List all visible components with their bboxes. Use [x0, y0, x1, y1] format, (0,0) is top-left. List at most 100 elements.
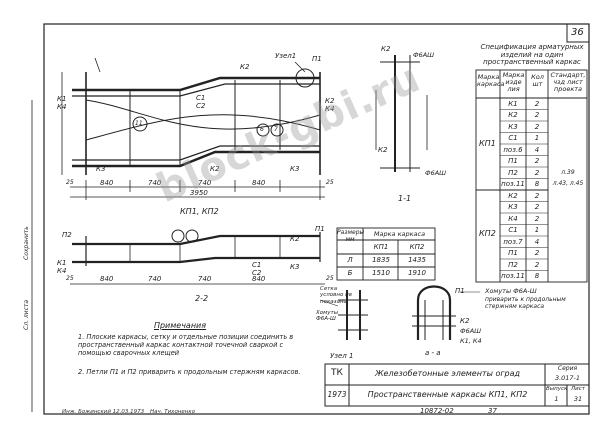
dim-edge-4: 25: [326, 275, 334, 282]
page-number-box: [566, 23, 590, 43]
label-k3-left: К3: [96, 165, 106, 173]
spec-row-item: К3: [508, 122, 518, 131]
sizes-size-header: Размеры мм: [337, 229, 365, 243]
label-k2-right: К2: [325, 97, 335, 105]
page-number: 36: [571, 27, 584, 38]
spec-row-item: С1: [508, 134, 518, 142]
tb-page: 37: [488, 407, 497, 415]
label-k4-right: К4: [325, 105, 335, 113]
node-1-label: Узел1: [275, 52, 297, 60]
label-section-11: 1-1: [398, 194, 412, 203]
tb-series-value: 3.017-1: [554, 374, 581, 382]
dim-bot-1: 840: [100, 275, 114, 283]
label-node-1-bottom: Узел 1: [330, 352, 354, 360]
dim-bot-3: 740: [198, 275, 212, 283]
frame-plan-view: [61, 57, 325, 200]
label-k4: К4: [57, 103, 67, 111]
label-phi6-aa: Ф6АШ: [460, 327, 482, 335]
spec-row-qty: 4: [534, 145, 540, 154]
spec-row-item: поз.11: [501, 180, 525, 188]
tb-series-label: Серия: [557, 365, 578, 372]
spec-row-qty: 2: [534, 249, 540, 257]
sizes-row1-label: Л: [347, 256, 353, 264]
label-p2-s22: П2: [62, 231, 72, 239]
label-hoops-node: Хомуты Ф6А-Ш: [316, 310, 339, 323]
sizes-table-grid: [336, 227, 436, 281]
dim-edge-2: 25: [326, 179, 334, 186]
notes-title: Примечания: [153, 321, 207, 330]
tb-code: ТК: [331, 368, 343, 378]
label-k1-s22: К1: [57, 259, 67, 267]
spec-header-mark: Марка каркаса: [477, 73, 505, 89]
dim-top-1: 840: [100, 179, 114, 187]
spec-title: Спецификация арматурных изделий на один …: [480, 43, 584, 67]
dim-bot-4: 840: [252, 275, 266, 283]
spec-row-qty: 1: [534, 134, 540, 142]
spec-mark-kp1: КП1: [479, 139, 496, 148]
section-2-2-view: [70, 229, 325, 285]
sizes-col-kp1: КП1: [373, 243, 389, 251]
spec-row-item: П2: [508, 260, 518, 269]
label-c2-s22: С2: [252, 269, 262, 277]
dim-top-3: 740: [198, 179, 212, 187]
signature-right: Нач. Тихоненко: [150, 409, 196, 415]
spec-row-qty: 2: [534, 260, 540, 269]
label-k2-bottom: К2: [210, 165, 220, 173]
dim-edge-1: 25: [66, 179, 74, 186]
label-c2: С2: [196, 102, 206, 110]
spec-row-ref: л.39: [561, 168, 575, 176]
label-k2-s22: К2: [290, 235, 300, 243]
label-phi6-s11: Ф6АШ: [413, 51, 435, 59]
spec-row-item: К4: [508, 214, 518, 223]
label-hoop-note: приварить к продольным стержням каркаса: [485, 296, 566, 310]
spec-row-item: поз.6: [503, 145, 523, 154]
label-k2-top: К2: [240, 63, 250, 71]
sizes-row2-label: Б: [347, 269, 353, 277]
spec-row-item: П2: [508, 168, 518, 177]
spec-row-qty: 2: [534, 203, 540, 211]
tb-year: 1973: [327, 390, 347, 399]
spec-row-item: поз.7: [503, 237, 523, 246]
tb-sheet-label: Лист: [571, 386, 585, 392]
label-section-aa: а - а: [425, 349, 441, 357]
spec-row-item: П1: [508, 249, 518, 257]
side-label-bottom: Сл. листа: [23, 299, 30, 330]
section-1-1: [375, 55, 428, 172]
label-k2-aa: К2: [460, 317, 470, 325]
tb-subtitle: Пространственные каркасы КП1, КП2: [367, 390, 528, 399]
sizes-col-kp2: КП2: [409, 243, 425, 251]
label-7-circle: 7: [274, 126, 278, 133]
spec-row-qty: 1: [534, 226, 540, 234]
dim-edge-3: 25: [66, 275, 74, 282]
label-k1k4-aa: К1, К4: [460, 337, 482, 345]
label-6-circle: 6: [260, 126, 264, 133]
sizes-row1-kp1: 1835: [372, 256, 390, 264]
spec-row-qty: 2: [534, 214, 540, 223]
label-p1-s22: П1: [315, 225, 325, 233]
label-mesh-note: Сетка условно не показана: [320, 286, 353, 305]
label-p1-aa: П1: [455, 287, 465, 295]
spec-row-item: поз.11: [501, 272, 525, 280]
label-k1: К1: [57, 95, 67, 103]
tb-name: Железобетонные элементы оград: [374, 369, 521, 378]
spec-row-qty: 2: [534, 122, 540, 131]
section-a-a: [412, 285, 480, 340]
dim-top-4: 840: [252, 179, 266, 187]
label-k2-s11b: К2: [378, 146, 388, 154]
sizes-row2-kp2: 1910: [408, 269, 426, 277]
spec-row-qty: 2: [534, 111, 540, 119]
spec-row-item: К2: [508, 191, 518, 200]
tb-issue-value: 1: [554, 395, 559, 403]
spec-row-qty: 2: [534, 168, 540, 177]
label-kp-title: КП1, КП2: [180, 207, 219, 216]
spec-header-standard: Стандарт, чзд лист проекта: [550, 71, 586, 94]
label-phi6-s11b: Ф6АШ: [425, 169, 447, 177]
spec-row-ref: л.43, л.45: [552, 180, 584, 187]
spec-header-item: Марка изде лия: [502, 71, 525, 94]
label-k3-right: К3: [290, 165, 300, 173]
label-hoops-aa: Хомуты Ф6А-Ш: [485, 287, 537, 295]
sizes-row2-kp1: 1510: [372, 269, 390, 277]
tb-sheet-value: 31: [573, 395, 583, 403]
sizes-row1-kp2: 1435: [408, 256, 426, 264]
